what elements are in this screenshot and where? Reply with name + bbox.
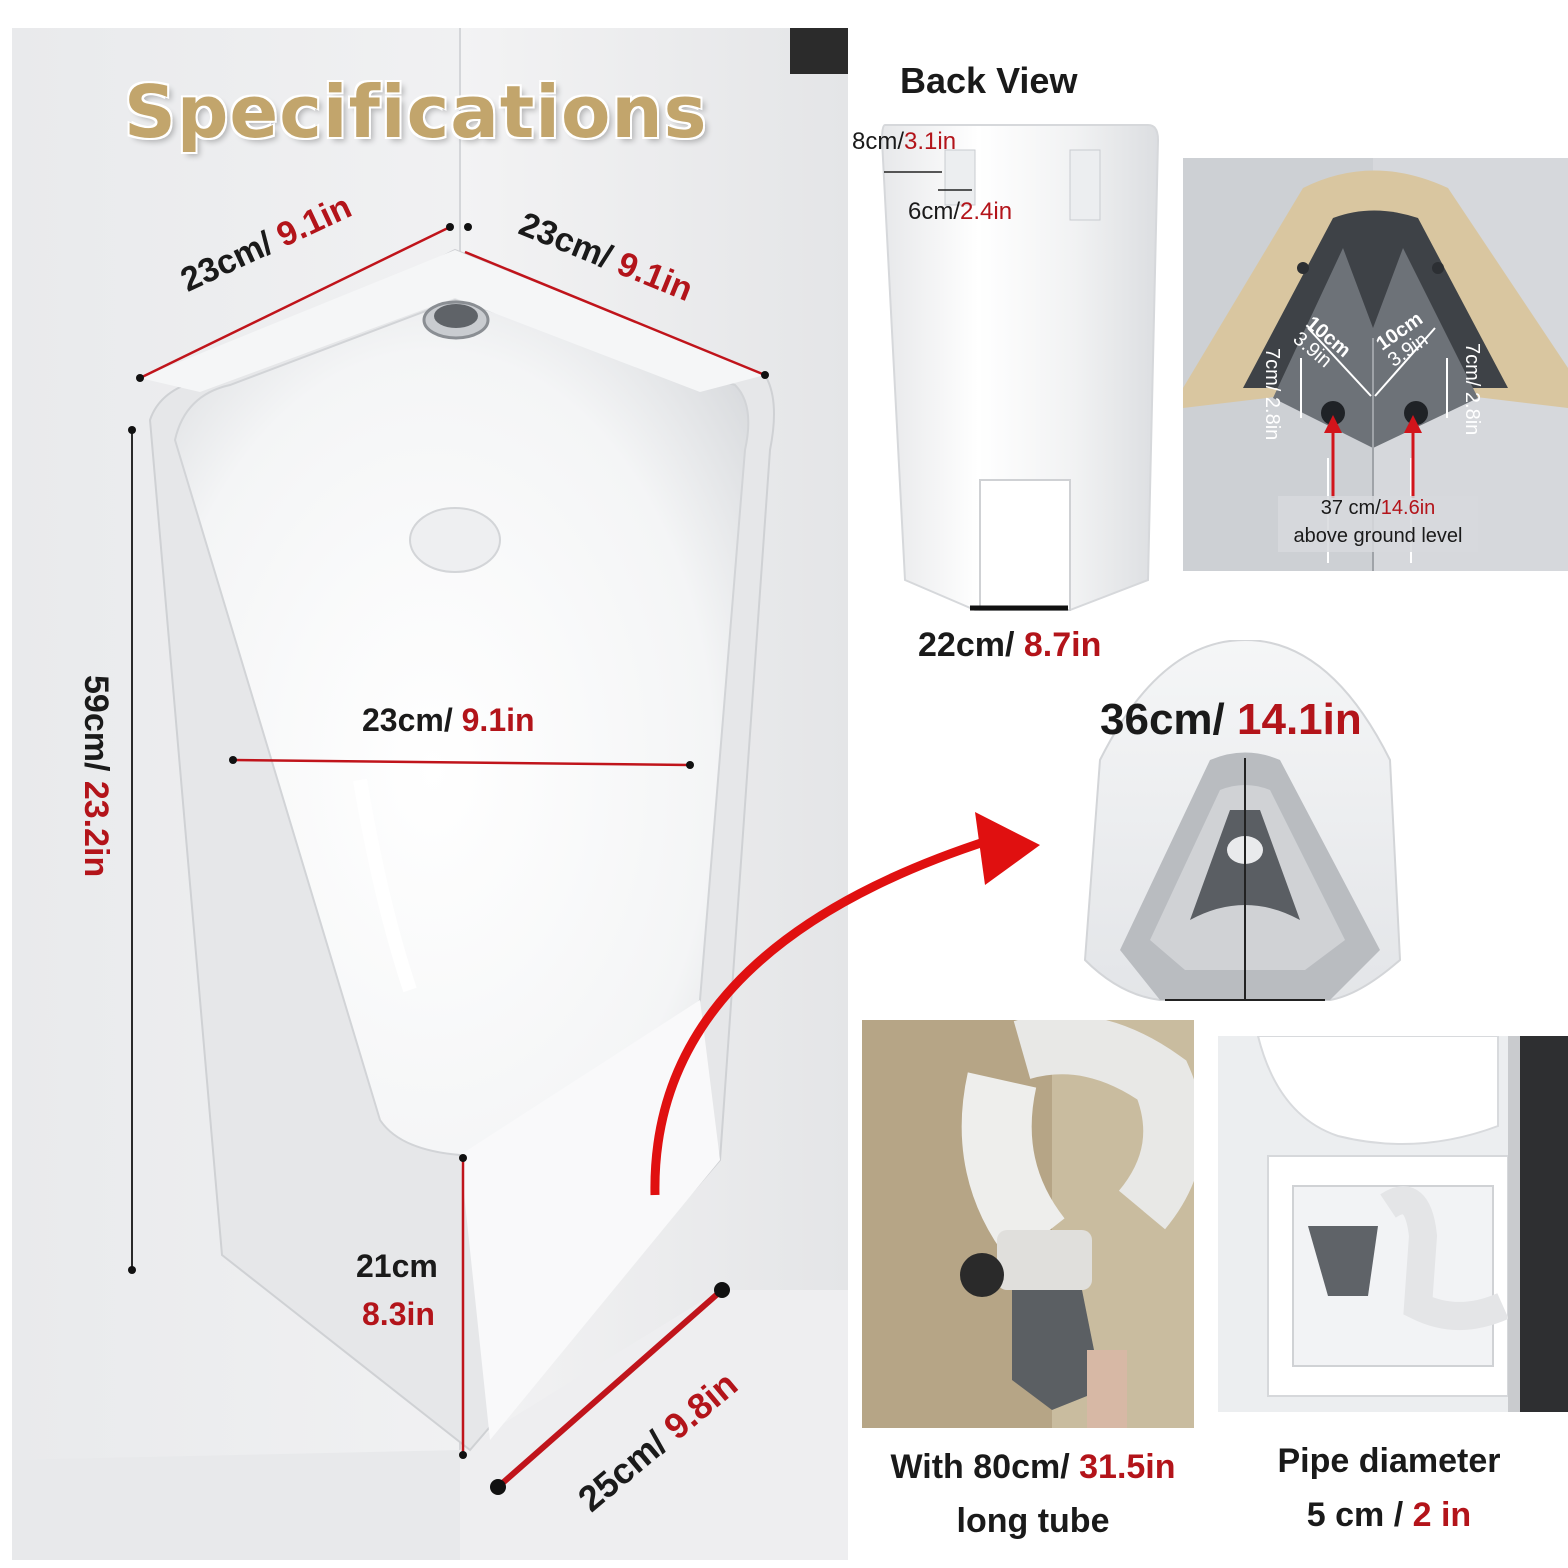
pipe-drawing — [1218, 1036, 1568, 1412]
back-slot-a-dimension: 8cm/3.1in — [852, 128, 957, 155]
inside-right-side-dimension: 7cm/ 2.8in — [1461, 343, 1483, 436]
top-view-dimension: 36cm/ 14.1in — [1100, 695, 1362, 744]
back-base-dimension: 22cm/ 8.7in — [918, 626, 1102, 664]
pipe-photo — [1218, 1036, 1568, 1412]
back-view-drawing — [880, 124, 1160, 611]
inside-view-drawing — [1183, 158, 1568, 571]
pipe-caption: Pipe diameter 5 cm / 2 in — [1277, 1442, 1501, 1534]
main-urinal-photo: Specifications 23cm/ 9.1in 23cm/ 9.1in 5… — [12, 28, 848, 1560]
tube-photo — [862, 1020, 1194, 1428]
height-dimension: 59cm/ 23.2in — [77, 675, 115, 878]
tube-drawing — [862, 1020, 1194, 1428]
back-view-title: Back View — [900, 60, 1078, 101]
back-slot-b-dimension: 6cm/2.4in — [908, 198, 1013, 225]
back-view-panel — [870, 110, 1170, 630]
bowl-width-dimension: 23cm/ 9.1in — [362, 702, 535, 738]
tube-caption: With 80cm/ 31.5in long tube — [890, 1448, 1176, 1540]
dimension-lines — [139, 225, 766, 1455]
top-view-drawing — [1083, 640, 1402, 1001]
inside-height-note: 37 cm/14.6in above ground level — [1293, 497, 1463, 547]
lower-height-in: 8.3in — [362, 1296, 435, 1332]
lower-height-cm: 21cm — [356, 1248, 438, 1284]
top-view-panel — [1080, 640, 1410, 1010]
inside-view-photo: 10cm 3.9in 10cm 3.9in 7cm/ 2.8in 7cm/ 2.… — [1183, 158, 1568, 571]
specifications-title: Specifications — [124, 70, 708, 154]
inside-left-side-dimension: 7cm/ 2.8in — [1261, 348, 1283, 441]
